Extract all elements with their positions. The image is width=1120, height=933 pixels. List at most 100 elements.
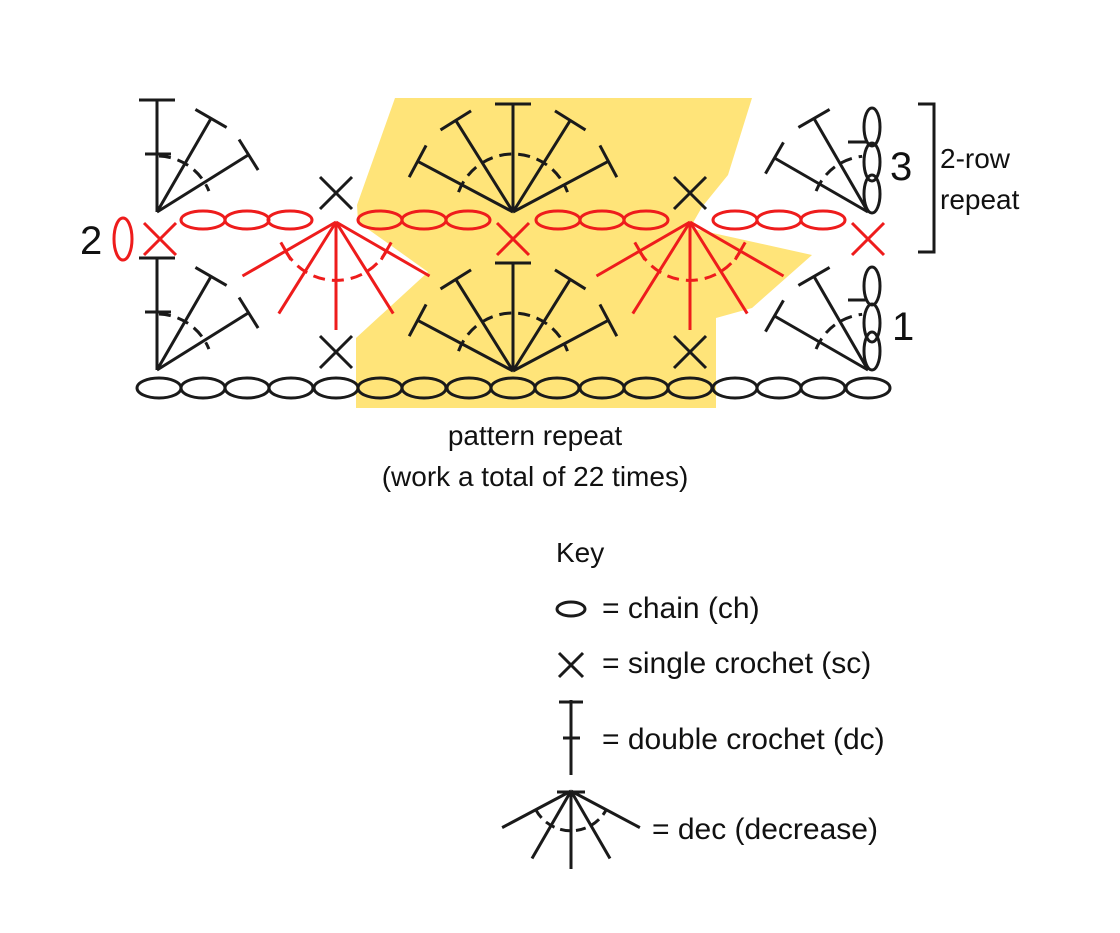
stitch-stroke	[764, 141, 785, 175]
decrease-arc	[638, 250, 742, 282]
single-crochet-stitch	[142, 221, 178, 257]
stitch-stroke	[318, 334, 354, 370]
chain-stitch	[755, 376, 803, 400]
stitch-stroke	[454, 119, 515, 213]
stitch-stroke	[512, 159, 610, 214]
stitch-stroke	[156, 153, 250, 214]
turning-chain-stitch	[862, 106, 882, 148]
row-label-1: 1	[892, 305, 914, 349]
key-label-chain: = chain (ch)	[602, 592, 760, 625]
chain-stitch	[844, 376, 892, 400]
single-crochet-stitch	[850, 221, 886, 257]
decrease-arc	[814, 154, 863, 192]
chain-stitch	[223, 376, 271, 400]
stitch-stroke	[570, 789, 641, 829]
stitch-stroke	[598, 144, 619, 178]
stitch-stroke	[554, 268, 587, 291]
chain-stitch	[223, 209, 271, 231]
single-crochet-stitch	[672, 334, 708, 370]
stitch-stroke	[557, 651, 585, 679]
chart-symbols	[112, 98, 892, 400]
stitch-stroke	[237, 296, 260, 329]
stitch-stroke	[407, 303, 428, 337]
turning-chain-stitch	[862, 302, 882, 344]
chain-stitch	[179, 376, 227, 400]
key-label-double-crochet: = double crochet (dc)	[602, 723, 885, 756]
decrease-arc	[284, 250, 388, 282]
stitch-stroke	[672, 175, 708, 211]
turning-chain-stitch	[862, 173, 882, 215]
stitch-stroke	[155, 117, 213, 213]
stitch-stroke	[672, 334, 708, 370]
stitch-stroke	[812, 275, 870, 371]
chain-stitch	[266, 209, 314, 231]
stitch-stroke	[511, 119, 572, 213]
double-crochet-icon	[559, 700, 583, 775]
key-icons	[501, 600, 641, 869]
turning-chain-stitch	[862, 330, 882, 372]
stitch-stroke	[495, 221, 531, 257]
single-crochet-stitch	[672, 175, 708, 211]
chain-stitch	[799, 209, 847, 231]
single-crochet-stitch	[318, 334, 354, 370]
stitch-stroke	[416, 159, 514, 214]
single-crochet-stitch	[495, 221, 531, 257]
stitch-stroke	[797, 108, 831, 129]
stitch-stroke	[318, 175, 354, 211]
stitch-stroke	[595, 220, 691, 278]
stitch-stroke	[155, 275, 213, 371]
decrease-stitch	[595, 220, 785, 330]
single-crochet-stitch	[318, 175, 354, 211]
row-label-2: 2	[80, 219, 102, 263]
chain-stitch	[179, 209, 227, 231]
dc-fan-stitch	[407, 261, 619, 373]
row-label-3: 3	[890, 145, 912, 189]
stitch-stroke	[241, 220, 337, 278]
stitch-stroke	[797, 266, 831, 287]
dc-half-fan-stitch	[139, 98, 260, 214]
chain-stitch	[799, 376, 847, 400]
stitch-stroke	[812, 117, 870, 213]
chain-stitch	[711, 376, 759, 400]
single-crochet-icon	[557, 651, 585, 679]
chain-icon	[555, 600, 587, 618]
bracket-label-line2: repeat	[940, 184, 1020, 215]
stitch-stroke	[773, 314, 869, 372]
stitch-stroke	[194, 108, 228, 129]
stitch-stroke	[335, 220, 431, 278]
stitch-stroke	[334, 221, 395, 315]
chain-stitch	[444, 209, 492, 231]
stitch-stroke	[156, 311, 250, 372]
decrease-arc	[814, 312, 863, 350]
stitch-stroke	[501, 789, 572, 829]
stitch-stroke	[439, 109, 472, 132]
turning-chain-stitch	[862, 141, 882, 183]
stitch-stroke	[688, 221, 749, 315]
bracket-label-line1: 2-row	[940, 143, 1011, 174]
dc-fan-stitch	[407, 102, 619, 214]
stitch-stroke	[773, 156, 869, 214]
stitch-stroke	[194, 266, 228, 287]
chain-stitch	[312, 376, 360, 400]
stitch-stroke	[454, 278, 515, 372]
stitch-stroke	[764, 299, 785, 333]
turning-chain-stitch	[112, 216, 134, 262]
dc-half-fan-stitch	[764, 266, 870, 372]
turning-chain-stitch	[862, 265, 882, 307]
stitch-stroke	[850, 221, 886, 257]
stitch-stroke	[277, 221, 338, 315]
decrease-arc	[158, 154, 211, 192]
decrease-arc	[158, 312, 211, 350]
stitch-stroke	[631, 221, 692, 315]
chain-stitch	[755, 209, 803, 231]
repeat-bracket	[918, 102, 936, 254]
pattern-repeat-subcaption: (work a total of 22 times)	[382, 461, 689, 492]
dc-half-fan-stitch	[139, 256, 260, 372]
key-title: Key	[556, 537, 604, 568]
stitch-stroke	[416, 318, 514, 373]
chain-stitch	[711, 209, 759, 231]
stitch-stroke	[142, 221, 178, 257]
stitch-stroke	[569, 790, 612, 860]
